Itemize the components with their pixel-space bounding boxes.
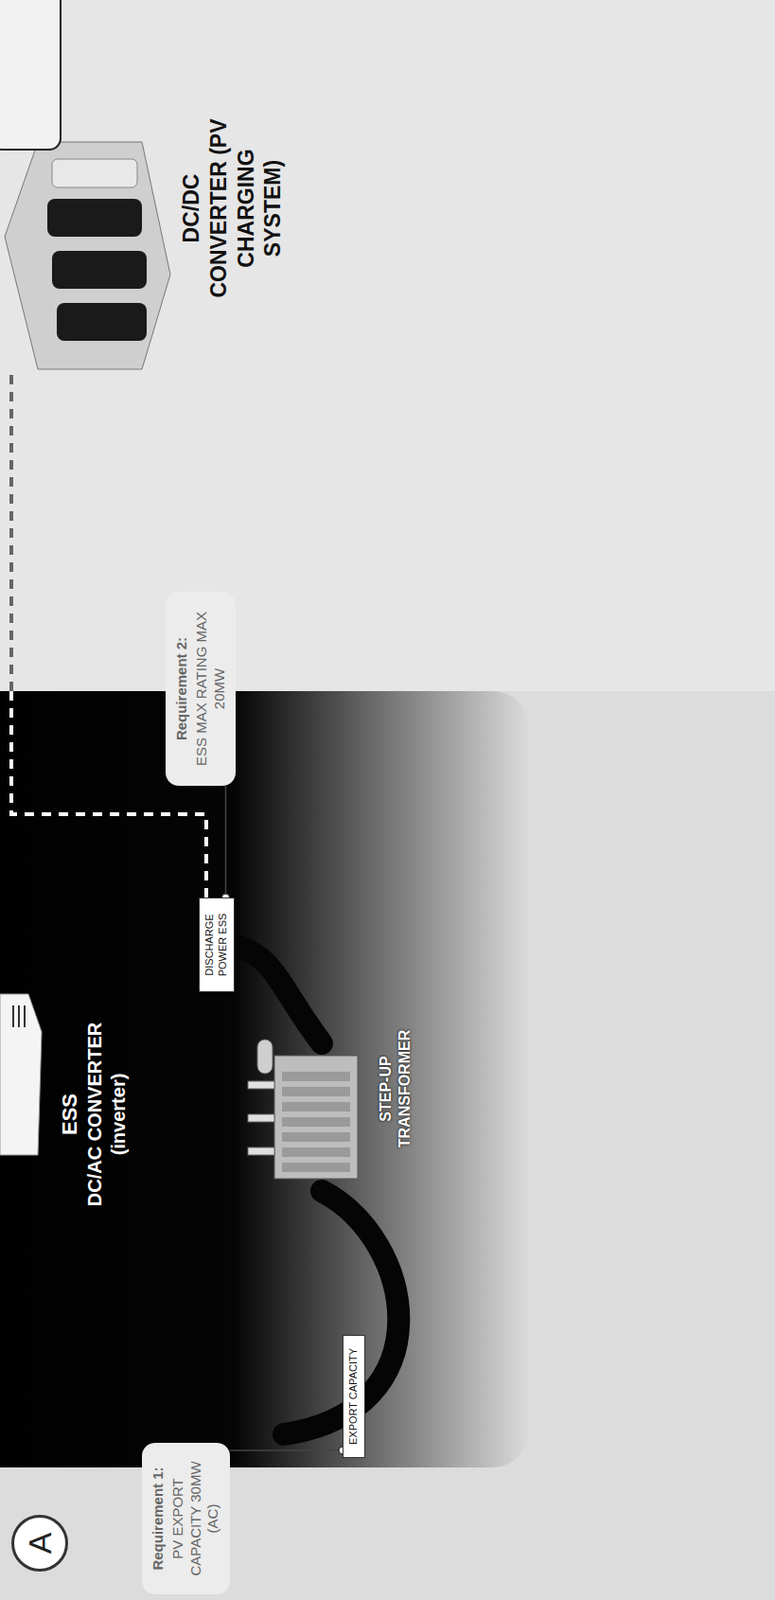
transformer-fin — [281, 1101, 351, 1111]
dashed-dc-line — [9, 369, 14, 691]
node-heading: DISCHARGE POWER ESS — [203, 903, 230, 986]
transformer-fin — [281, 1116, 351, 1127]
node-text: PV EXPORT CAPACITY 30MW (AC) — [169, 1451, 223, 1585]
cabinet-vent — [23, 1004, 26, 1027]
cabinet-vent — [17, 1004, 20, 1027]
leader-line — [229, 1448, 343, 1451]
power-cable — [238, 946, 322, 1043]
empty-frame — [0, 0, 61, 150]
converter-module — [47, 198, 142, 237]
part-label: DC/DC CONVERTER (PV CHARGING SYSTEM) — [177, 113, 287, 303]
node-heading: Requirement 1: — [149, 1451, 168, 1585]
dcdc-converter-figure — [4, 141, 171, 370]
transformer-fin — [281, 1131, 351, 1142]
bushing — [247, 1080, 275, 1089]
light-ground — [0, 0, 775, 691]
transformer-fin — [281, 1162, 351, 1172]
callout-circle: A — [11, 1514, 69, 1571]
node-heading: EXPORT CAPACITY — [347, 1340, 361, 1451]
part-label: ESS — [56, 1014, 84, 1214]
node-text: ESS MAX RATING MAX 20MW — [193, 600, 229, 776]
node-heading: Requirement 2: — [173, 600, 192, 776]
transformer-tank — [274, 1055, 358, 1179]
bushing — [247, 1146, 275, 1155]
transformer-fin — [281, 1146, 351, 1157]
inverter-cabinet — [0, 993, 42, 1155]
transformer-figure — [247, 1039, 358, 1179]
transformer-fin — [281, 1086, 351, 1096]
node-heading: A — [21, 1532, 59, 1554]
part-label: STEP-UP TRANSFORMER — [376, 1014, 415, 1163]
label-box: DISCHARGE POWER ESS — [198, 897, 235, 992]
leader-line — [225, 785, 228, 898]
converter-panel — [52, 158, 138, 188]
dark-panel — [0, 690, 530, 1467]
converter-module — [56, 302, 147, 341]
requirement-box: Requirement 2:ESS MAX RATING MAX 20MW — [165, 591, 236, 786]
bushing — [247, 1113, 275, 1122]
conservator — [257, 1039, 273, 1074]
transformer-fin — [281, 1071, 351, 1081]
part-label: DC/AC CONVERTER (inverter) — [83, 1014, 131, 1214]
converter-module — [52, 250, 147, 289]
converter-body — [4, 141, 171, 370]
cabinet-vent — [12, 1004, 15, 1027]
requirement-box: Requirement 1:PV EXPORT CAPACITY 30MW (A… — [141, 1442, 230, 1594]
label-box: EXPORT CAPACITY — [342, 1334, 366, 1458]
power-cable — [283, 1190, 399, 1434]
